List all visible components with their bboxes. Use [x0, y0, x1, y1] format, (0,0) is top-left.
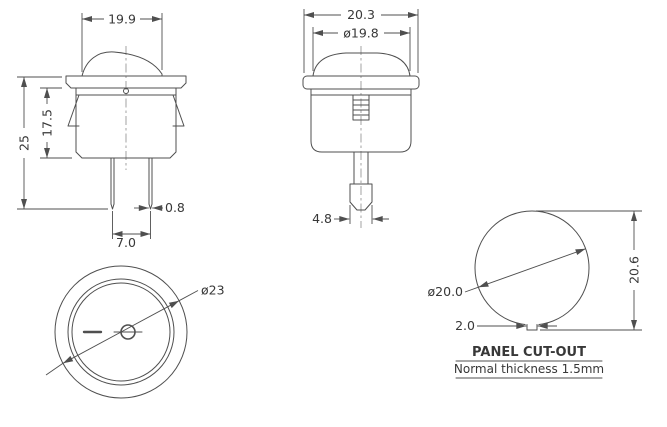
bezel-outer-circle — [54, 265, 188, 399]
flange-side — [65, 75, 187, 89]
snap-wing-right — [172, 94, 185, 127]
housing-side — [75, 87, 177, 159]
dim-keyway-width: 2.0 — [455, 318, 557, 333]
side-view: 19.9 25 17.5 0.8 — [17, 12, 187, 250]
panel-cutout-note: Normal thickness 1.5mm — [454, 362, 604, 376]
dim-label-2-0: 2.0 — [455, 318, 475, 333]
dim-label-19-8: ø19.8 — [343, 26, 379, 41]
dim-label-20-6: 20.6 — [627, 256, 642, 284]
front-view: 20.3 ø19.8 4.8 — [302, 7, 420, 228]
dim-label-4-8: 4.8 — [312, 211, 332, 226]
dim-actuator-diameter: ø19.8 — [312, 26, 411, 71]
rocker-actuator-side — [81, 51, 163, 77]
panel-cutout-title: PANEL CUT-OUT — [472, 345, 586, 360]
terminal-pin-right — [148, 157, 153, 210]
bottom-terminal — [349, 151, 373, 211]
dim-pin-thickness: 0.8 — [134, 200, 185, 215]
dim-label-25: 25 — [17, 135, 32, 151]
terminal-pin-left — [110, 157, 115, 210]
dim-label-23: ø23 — [201, 283, 225, 298]
dim-body-depth: 17.5 — [40, 87, 72, 159]
dim-flange-width: 20.3 — [303, 7, 419, 73]
dim-hole-diameter: ø20.0 — [428, 248, 586, 299]
dim-bezel-diameter: ø23 — [45, 283, 225, 376]
dim-label-7-0: 7.0 — [116, 235, 136, 250]
dim-terminal-width: 4.8 — [312, 205, 389, 226]
panel-cutout-view: 20.6 ø20.0 2.0 PANEL CUT-OUT Normal thic… — [428, 210, 642, 379]
face-view: ø23 — [45, 265, 225, 399]
dim-label-0-8: 0.8 — [165, 200, 185, 215]
snap-wing-left — [67, 94, 80, 127]
thread-post — [352, 94, 370, 121]
cutout-caption: PANEL CUT-OUT Normal thickness 1.5mm — [454, 345, 604, 379]
dim-label-19-9: 19.9 — [108, 12, 136, 27]
center-mark — [123, 88, 129, 94]
housing-front — [310, 88, 412, 153]
rocker-actuator-front — [312, 52, 411, 77]
dim-cutout-overall: 20.6 — [536, 210, 642, 331]
flange-front — [302, 75, 420, 90]
keyway-notch — [526, 324, 538, 331]
dim-label-17-5: 17.5 — [40, 109, 55, 137]
dim-label-20-0: ø20.0 — [428, 284, 464, 299]
dim-pin-pitch: 7.0 — [112, 211, 151, 250]
notch-mask — [525, 322, 539, 331]
dim-total-depth: 25 — [17, 76, 108, 210]
dim-rocker-width: 19.9 — [81, 12, 163, 72]
dim-label-20-3: 20.3 — [347, 7, 375, 22]
